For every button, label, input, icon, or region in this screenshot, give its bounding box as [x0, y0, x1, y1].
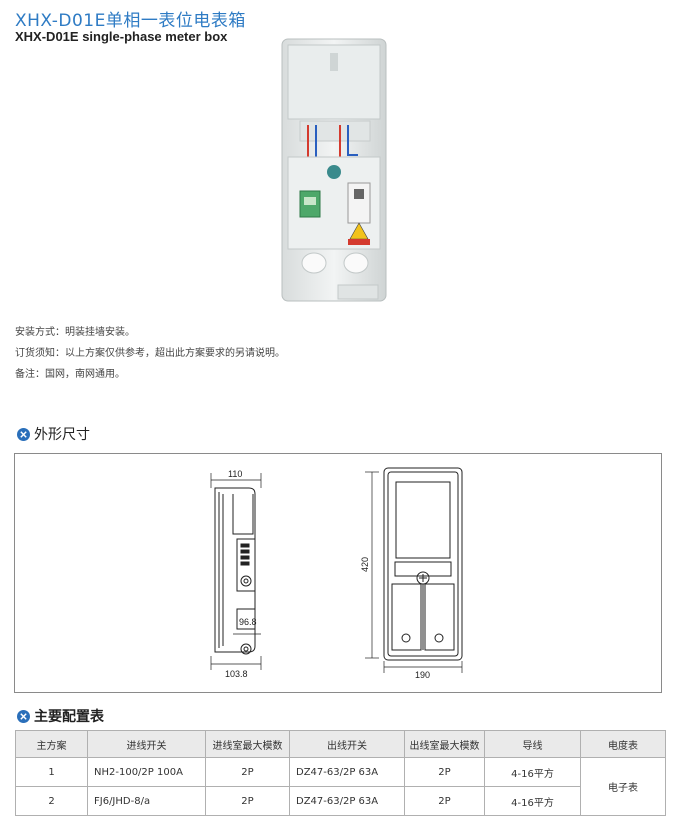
cell-wire: 4-16平方: [484, 757, 581, 787]
note-remark: 备注：国网，南网通用。: [15, 369, 125, 380]
note-install: 安装方式：明装挂墙安装。: [15, 327, 135, 338]
col-header-in-switch: 进线开关: [87, 730, 206, 758]
cell-out-modules: 2P: [404, 786, 485, 816]
table-row: 1 NH2-100/2P 100A 2P DZ47-63/2P 63A 2P 4…: [15, 757, 666, 816]
cell-in-switch: FJ6/JHD-8/a: [87, 786, 206, 816]
table-header-row: 主方案 进线开关 进线室最大模数 出线开关 出线室最大模数 导线 电度表: [15, 730, 666, 758]
dim-side-depth: 110: [228, 469, 242, 479]
note-order: 订货须知：以上方案仅供参考，超出此方案要求的另请说明。: [15, 348, 285, 359]
dimension-drawing: 110 96.8 103.8 420 190: [14, 453, 662, 693]
cell-out-modules: 2P: [404, 757, 485, 787]
dim-side-base: 103.8: [225, 669, 248, 679]
col-header-scheme: 主方案: [15, 730, 88, 758]
cell-scheme: 2: [15, 786, 88, 816]
config-title: 主要配置表: [34, 709, 104, 725]
col-header-meter: 电度表: [580, 730, 666, 758]
dimensions-heading: 外形尺寸: [17, 424, 90, 444]
col-header-in-modules: 进线室最大模数: [205, 730, 290, 758]
cell-in-modules: 2P: [205, 757, 290, 787]
col-header-out-modules: 出线室最大模数: [404, 730, 485, 758]
dim-front-height: 420: [360, 557, 370, 572]
cell-scheme: 1: [15, 757, 88, 787]
cell-in-switch: NH2-100/2P 100A: [87, 757, 206, 787]
cell-wire: 4-16平方: [484, 786, 581, 816]
config-table: 主方案 进线开关 进线室最大模数 出线开关 出线室最大模数 导线 电度表 1 N…: [15, 730, 666, 816]
config-heading: 主要配置表: [17, 706, 104, 726]
product-title-en: XHX-D01E single-phase meter box: [15, 29, 228, 44]
cell-in-modules: 2P: [205, 786, 290, 816]
col-header-wire: 导线: [484, 730, 581, 758]
dim-side-inner: 96.8: [239, 617, 257, 627]
cell-out-switch: DZ47-63/2P 63A: [289, 786, 405, 816]
cell-out-switch: DZ47-63/2P 63A: [289, 757, 405, 787]
col-header-out-switch: 出线开关: [289, 730, 405, 758]
section-bullet-icon: [17, 709, 30, 723]
product-photo: [281, 38, 387, 302]
order-notes: 安装方式：明装挂墙安装。 订货须知：以上方案仅供参考，超出此方案要求的另请说明。…: [15, 322, 285, 385]
dimensions-title: 外形尺寸: [34, 427, 90, 443]
section-bullet-icon: [17, 427, 30, 441]
dim-front-width: 190: [415, 670, 430, 680]
table-row: 2 FJ6/JHD-8/a 2P DZ47-63/2P 63A 2P 4-16平…: [15, 786, 666, 816]
cell-meter-type: 电子表: [580, 757, 666, 816]
config-table-wrap: 主方案 进线开关 进线室最大模数 出线开关 出线室最大模数 导线 电度表 1 N…: [15, 730, 666, 816]
product-title-cn: XHX-D01E单相一表位电表箱: [15, 11, 246, 31]
